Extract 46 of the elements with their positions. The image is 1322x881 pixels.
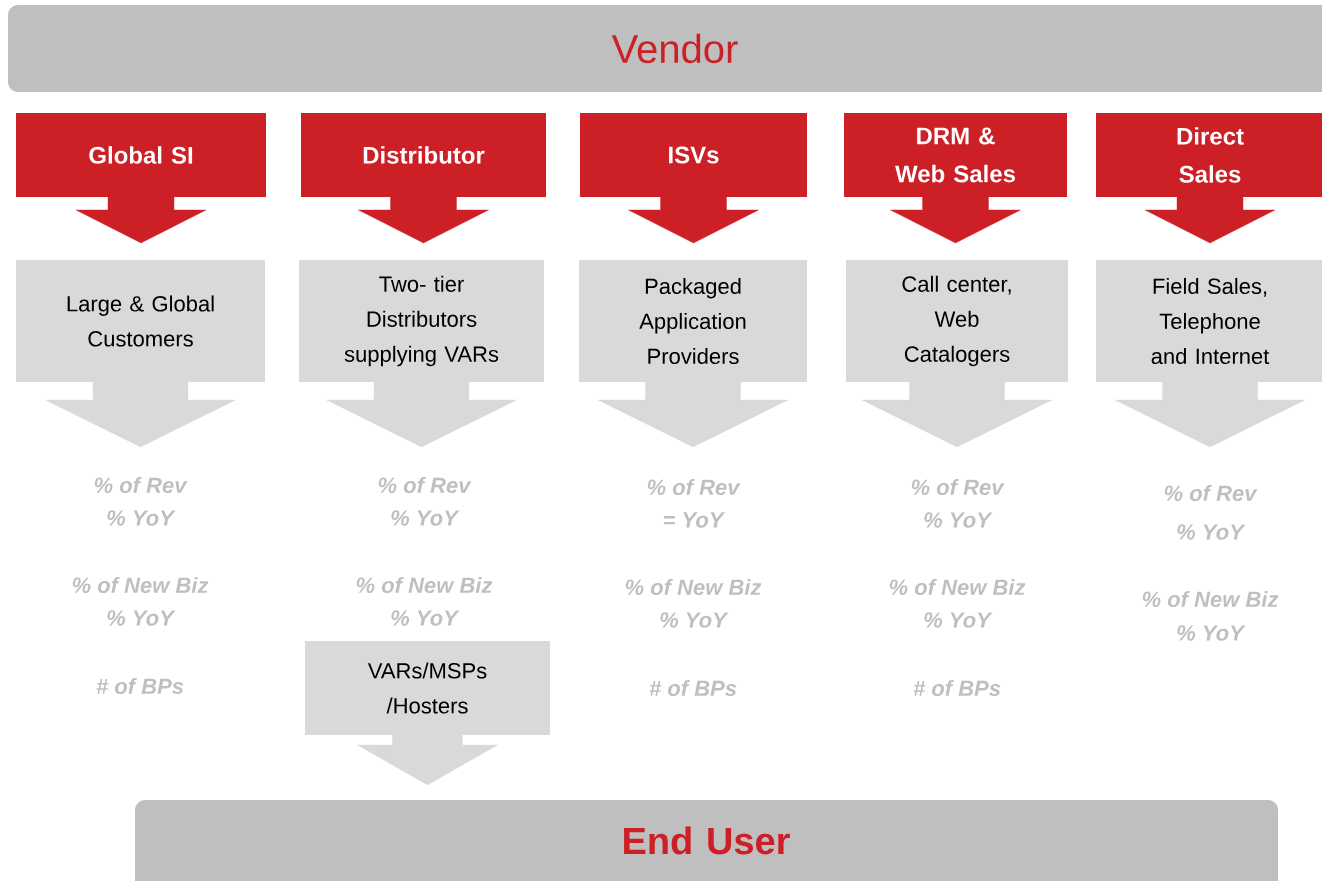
metric-text: % of Rev xyxy=(378,476,472,494)
description-box: Two- tier Distributors supplying VARs xyxy=(299,260,544,382)
metric-text: % YoY xyxy=(1177,625,1246,641)
metric-text: # of BPs xyxy=(649,679,737,697)
metric-text: % YoY xyxy=(924,612,993,628)
metric-text: = YoY xyxy=(663,512,726,528)
description-box: VARs/MSPs /Hosters xyxy=(305,641,550,735)
description-box: Packaged Application Providers xyxy=(579,260,807,382)
metric-text: % of New Biz xyxy=(356,576,493,594)
description-box: Call center, Web Catalogers xyxy=(846,260,1068,382)
channel-box: DRM & Web Sales xyxy=(844,113,1067,197)
arrow xyxy=(861,381,1053,448)
metric-text: % of Rev xyxy=(911,478,1005,496)
metric-text: % of New Biz xyxy=(889,578,1026,596)
metric-text: % of Rev xyxy=(647,478,741,496)
channel-box: Global SI xyxy=(16,113,266,197)
channel-box: Distributor xyxy=(301,113,546,197)
arrow xyxy=(1114,381,1306,448)
metric-text: % YoY xyxy=(1177,524,1246,540)
metric-text: # of BPs xyxy=(96,677,184,695)
arrow xyxy=(358,196,489,244)
arrow xyxy=(45,381,236,448)
arrow xyxy=(1144,196,1276,244)
metric-text: % of Rev xyxy=(94,476,188,494)
metric-text: % of New Biz xyxy=(72,576,209,594)
vendor-band: Vendor xyxy=(8,5,1322,92)
arrow xyxy=(628,196,759,244)
arrow xyxy=(75,196,207,244)
arrow xyxy=(326,381,517,448)
metric-text: % of New Biz xyxy=(625,578,762,596)
end-user-band: End User xyxy=(135,800,1278,881)
arrow xyxy=(597,381,789,448)
metric-text: % YoY xyxy=(924,512,993,528)
channel-box: ISVs xyxy=(580,113,807,197)
metric-text: % YoY xyxy=(391,510,460,526)
metric-text: % YoY xyxy=(107,510,176,526)
arrow xyxy=(357,734,498,786)
metric-text: % YoY xyxy=(107,610,176,626)
channel-box: Direct Sales xyxy=(1096,113,1322,197)
metric-text: % YoY xyxy=(660,612,729,628)
metric-text: % of New Biz xyxy=(1142,590,1279,608)
metric-text: # of BPs xyxy=(913,679,1001,697)
arrow xyxy=(890,196,1021,244)
metric-text: % of Rev xyxy=(1164,484,1258,502)
description-box: Field Sales, Telephone and Internet xyxy=(1096,260,1322,382)
description-box: Large & Global Customers xyxy=(16,260,265,382)
